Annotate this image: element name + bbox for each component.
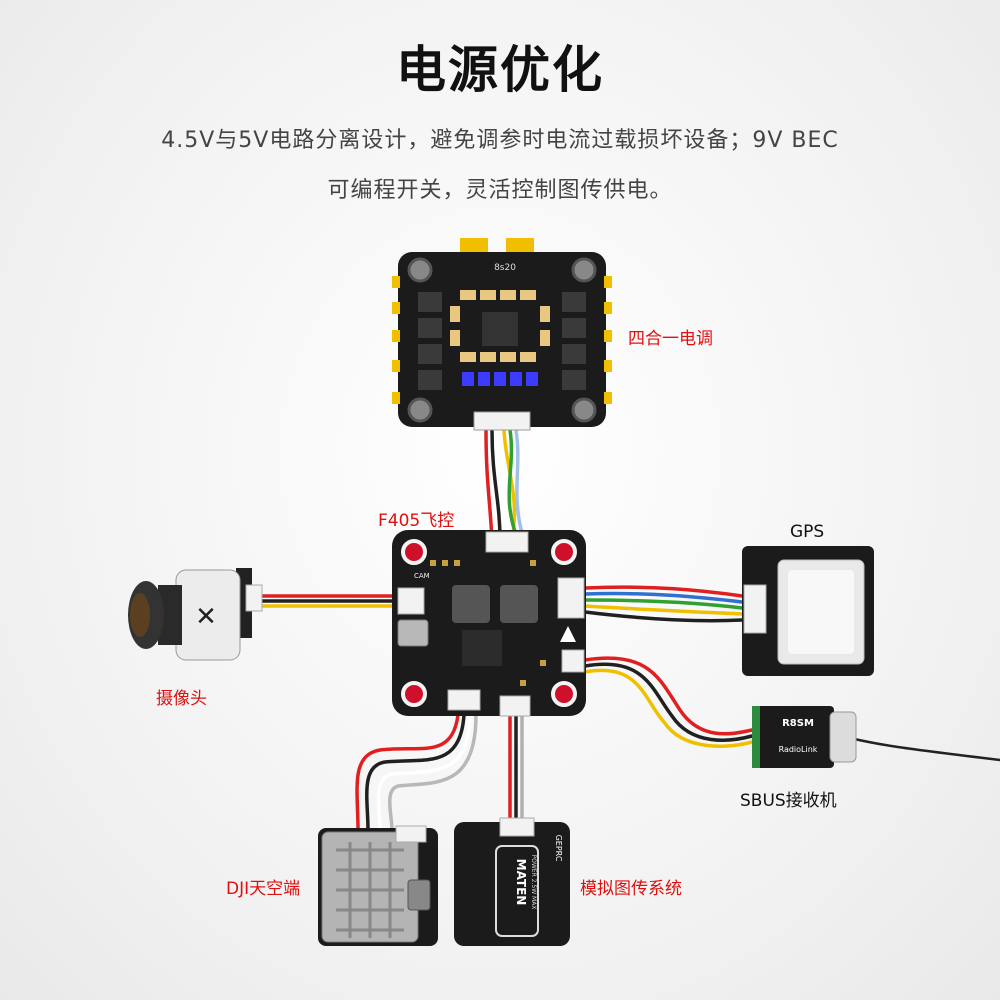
camera-device: ✕: [128, 568, 263, 661]
label-fc: F405飞控: [378, 511, 455, 531]
page-title: 电源优化: [396, 41, 604, 99]
sbus-receiver: R8SM RadioLink: [752, 706, 857, 768]
flight-controller-board: CAM: [392, 530, 586, 717]
svg-text:✕: ✕: [195, 602, 217, 632]
label-esc: 四合一电调: [628, 329, 713, 349]
receiver-brand-text: RadioLink: [779, 745, 818, 754]
fc-cam-pad-text: CAM: [414, 572, 430, 580]
label-dji: DJI天空端: [226, 879, 301, 899]
fc-pcb: [392, 530, 586, 716]
subtitle-line-1: 4.5V与5V电路分离设计，避免调参时电流过载损坏设备；9V BEC: [161, 128, 839, 153]
dji-air-unit: [318, 825, 438, 946]
label-sbus: SBUS接收机: [740, 791, 837, 811]
gps-module: [742, 546, 874, 676]
subtitle-line-2: 可编程开关，灵活控制图传供电。: [327, 178, 673, 203]
analog-vtx: MATEN POWER 2.5W MAX GEPRC: [454, 817, 570, 946]
vtx-power-text: POWER 2.5W MAX: [530, 855, 537, 910]
wires: [260, 428, 1000, 832]
label-camera: 摄像头: [156, 689, 207, 709]
vtx-brand-text: MATEN: [514, 859, 528, 906]
label-gps: GPS: [790, 522, 825, 542]
esc-mark-text: 8s20: [494, 263, 516, 273]
esc-board: 8s20: [392, 238, 612, 431]
label-analog-vtx: 模拟图传系统: [580, 879, 682, 899]
receiver-model-text: R8SM: [782, 718, 814, 729]
vtx-maker-text: GEPRC: [554, 835, 563, 862]
